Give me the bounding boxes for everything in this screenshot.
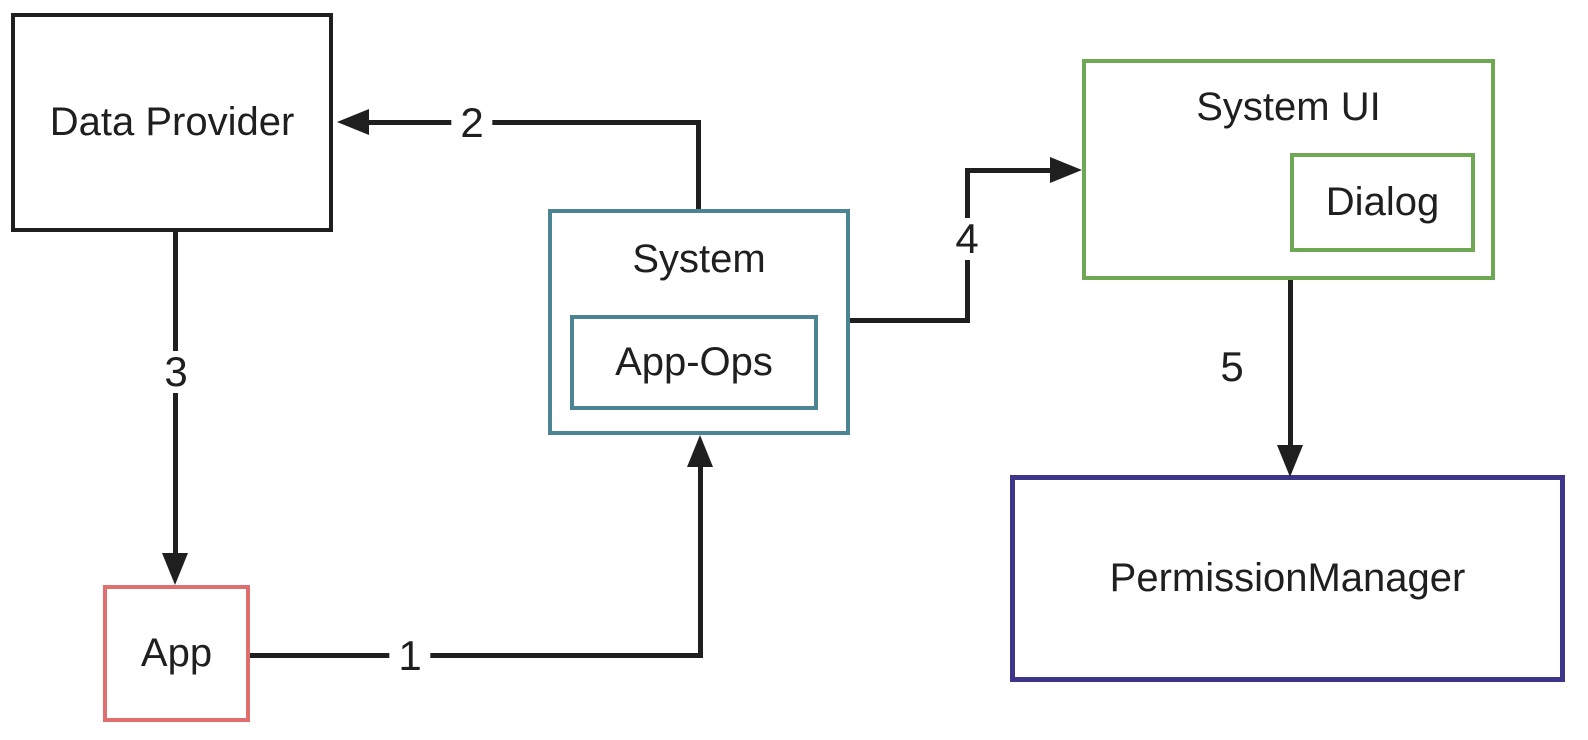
dialog-label: Dialog [1325, 180, 1440, 224]
edge-label-step-5: 5 [1220, 343, 1244, 390]
edge-label-step-4: 4 [946, 218, 988, 260]
permission-manager-label: PermissionManager [1109, 556, 1466, 600]
dialog-box: Dialog [1290, 153, 1475, 252]
arrow-4-arrowhead-right-icon [1050, 157, 1082, 183]
arrow-5-segment-vertical [1288, 280, 1293, 448]
data-provider-box: Data Provider [11, 13, 333, 232]
arrow-1-segment-vertical [698, 465, 703, 658]
system-box: System App-Ops [548, 209, 850, 435]
app-ops-box: App-Ops [570, 315, 818, 410]
system-ui-box: System UI Dialog [1082, 59, 1495, 280]
arrow-5-arrowhead-down-icon [1277, 445, 1303, 477]
arrow-2-arrowhead-left-icon [337, 109, 369, 135]
arrow-3-arrowhead-down-icon [162, 553, 188, 585]
app-box: App [103, 585, 250, 722]
permission-manager-box: PermissionManager [1010, 475, 1565, 682]
system-ui-label: System UI [1196, 85, 1381, 129]
system-label: System [632, 237, 766, 281]
arrow-1-arrowhead-up-icon [687, 435, 713, 467]
edge-label-step-2: 2 [451, 102, 493, 144]
edge-label-step-3: 3 [155, 351, 197, 393]
app-ops-label: App-Ops [615, 340, 773, 384]
edge-label-step-1: 1 [389, 635, 431, 677]
arrow-4-segment-horizontal-lower [850, 318, 970, 323]
arrow-2-segment-vertical [696, 122, 701, 209]
data-provider-label: Data Provider [49, 100, 295, 144]
arrow-3-segment-vertical [173, 232, 178, 556]
arrow-1-segment-horizontal [250, 653, 703, 658]
arrow-2-segment-horizontal [366, 120, 701, 125]
arrow-4-segment-horizontal-upper [965, 168, 1053, 173]
app-label: App [140, 631, 213, 675]
